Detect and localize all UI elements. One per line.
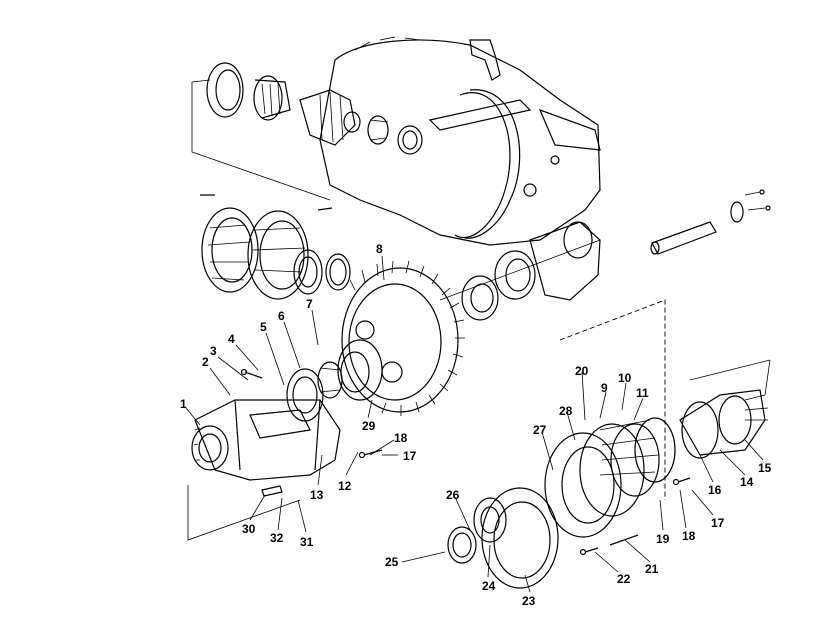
callout-8: 8 bbox=[376, 242, 383, 256]
small-spur-gear bbox=[730, 189, 771, 223]
callout-29: 29 bbox=[362, 419, 376, 433]
callout-28: 28 bbox=[559, 404, 573, 418]
callout-15: 15 bbox=[758, 461, 772, 475]
leader-lines bbox=[185, 255, 764, 593]
callout-25: 25 bbox=[385, 555, 399, 569]
thrust-washer bbox=[473, 497, 507, 543]
callout-9: 9 bbox=[601, 381, 608, 395]
callout-7: 7 bbox=[306, 297, 313, 311]
callout-10: 10 bbox=[618, 371, 632, 385]
callout-20: 20 bbox=[575, 364, 589, 378]
axle-tube-flange bbox=[529, 221, 601, 301]
callout-22: 22 bbox=[617, 572, 631, 586]
callout-27: 27 bbox=[533, 423, 547, 437]
pin bbox=[261, 485, 283, 497]
lock-ring bbox=[447, 526, 477, 564]
group-bracket-upper bbox=[191, 79, 331, 201]
callout-30: 30 bbox=[242, 522, 256, 536]
callout-14: 14 bbox=[740, 475, 754, 489]
callout-19: 19 bbox=[656, 532, 670, 546]
callout-32: 32 bbox=[270, 531, 284, 545]
callout-24: 24 bbox=[482, 579, 496, 593]
callout-5: 5 bbox=[260, 320, 267, 334]
transmission-housing bbox=[319, 36, 601, 246]
pinion-bearing bbox=[253, 75, 291, 121]
ring-gear-differential bbox=[337, 260, 465, 416]
bearing-adjuster bbox=[494, 250, 536, 300]
callout-3: 3 bbox=[210, 344, 217, 358]
callout-31: 31 bbox=[300, 535, 314, 549]
hub-shaft-assembly bbox=[679, 359, 771, 459]
callout-26: 26 bbox=[446, 488, 460, 502]
snap-ring bbox=[325, 253, 351, 291]
callout-18-upper: 18 bbox=[394, 431, 408, 445]
clutch-housing-left bbox=[201, 207, 259, 293]
axle-shaft bbox=[650, 221, 717, 255]
callout-11: 11 bbox=[636, 386, 649, 400]
small-bevel-gear bbox=[367, 115, 389, 145]
callout-21: 21 bbox=[645, 562, 659, 576]
seal-ring bbox=[293, 249, 323, 295]
drive-pinion bbox=[299, 89, 361, 146]
carrier-housing bbox=[191, 399, 341, 481]
callout-6: 6 bbox=[278, 309, 285, 323]
centerline bbox=[559, 299, 666, 500]
callout-17-lower: 17 bbox=[711, 516, 725, 530]
callout-2: 2 bbox=[202, 355, 209, 369]
callout-labels: 1 2 3 4 5 6 7 8 9 10 11 12 13 14 15 16 1… bbox=[180, 242, 772, 608]
callout-1: 1 bbox=[180, 397, 187, 411]
bolts bbox=[200, 194, 691, 556]
callout-18-lower: 18 bbox=[682, 529, 696, 543]
callout-16: 16 bbox=[708, 483, 722, 497]
callout-4: 4 bbox=[228, 332, 235, 346]
group-bracket-lower bbox=[187, 485, 301, 541]
callout-23: 23 bbox=[522, 594, 536, 608]
clutch-pack-lower bbox=[481, 417, 676, 589]
callout-12: 12 bbox=[338, 479, 352, 493]
tapered-bearing bbox=[317, 361, 343, 399]
bearing-cup bbox=[206, 62, 244, 118]
callout-13: 13 bbox=[310, 488, 324, 502]
callout-17-upper: 17 bbox=[403, 449, 417, 463]
differential-bearing bbox=[461, 275, 499, 321]
assembly-axis bbox=[439, 239, 601, 301]
